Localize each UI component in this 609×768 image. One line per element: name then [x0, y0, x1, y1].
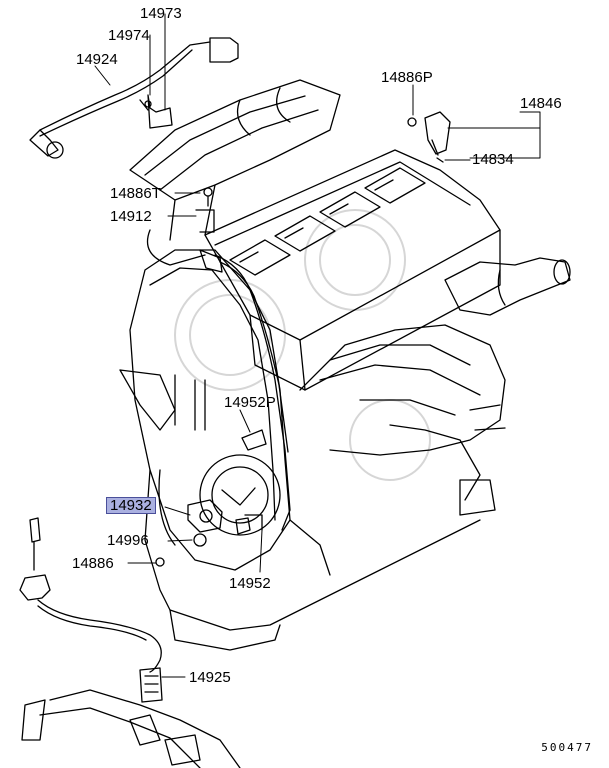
- diagram-code: 500477: [541, 741, 593, 754]
- cylinder-head: [204, 149, 501, 391]
- intake-manifold: [129, 79, 341, 266]
- leader-lines: [94, 13, 541, 678]
- part-label-14974[interactable]: 14974: [108, 27, 150, 44]
- part-label-14834[interactable]: 14834: [472, 151, 514, 168]
- cam-position-sensor: [407, 111, 451, 163]
- engine-block: [144, 469, 481, 651]
- timing-belt-cover: [119, 249, 291, 571]
- part-label-14952[interactable]: 14952: [229, 575, 271, 592]
- upper-sensor-harness: [29, 37, 239, 159]
- exhaust-manifold: [299, 324, 506, 516]
- part-label-14952P[interactable]: 14952P: [224, 394, 276, 411]
- crankshaft-pulley: [199, 454, 281, 536]
- part-label-14932-highlighted[interactable]: 14932: [106, 497, 156, 514]
- exhaust-pipe: [21, 689, 241, 768]
- crank-sensor-harness: [214, 254, 291, 531]
- part-label-14996[interactable]: 14996: [107, 532, 149, 549]
- water-outlet: [444, 257, 571, 316]
- part-label-14846[interactable]: 14846: [520, 95, 562, 112]
- bracket-and-bolt: [195, 187, 223, 273]
- part-label-14886[interactable]: 14886: [72, 555, 114, 572]
- oxygen-sensor-harness: [19, 517, 163, 703]
- crank-position-sensor: [155, 429, 267, 567]
- part-label-14886T[interactable]: 14886T: [110, 185, 161, 202]
- part-label-14912[interactable]: 14912: [110, 208, 152, 225]
- part-label-14973[interactable]: 14973: [140, 5, 182, 22]
- part-label-14886P[interactable]: 14886P: [381, 69, 433, 86]
- part-label-14924[interactable]: 14924: [76, 51, 118, 68]
- part-label-14925[interactable]: 14925: [189, 669, 231, 686]
